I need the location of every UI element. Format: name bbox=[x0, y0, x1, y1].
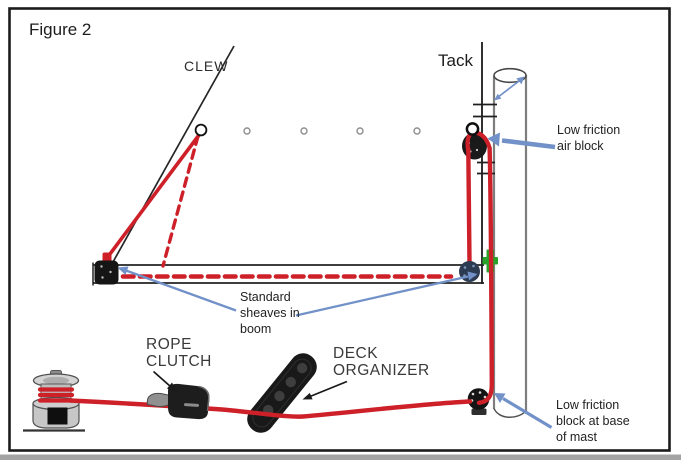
deck-organizer-device bbox=[247, 353, 317, 433]
annotation-arrows-black bbox=[152, 370, 348, 400]
rope-clutch-device bbox=[146, 383, 210, 420]
mast-base-curve bbox=[493, 408, 527, 418]
mast-rope-front-strand bbox=[466, 146, 472, 266]
mast-base-block bbox=[467, 388, 490, 415]
mast-base-block-arrow bbox=[494, 393, 553, 429]
deck-organizer-arrow bbox=[302, 380, 348, 400]
sail-fittings bbox=[194, 122, 480, 137]
winch-base-slot bbox=[47, 407, 68, 425]
reefing-line bbox=[37, 130, 495, 419]
rope-clutch-arrow bbox=[152, 370, 177, 392]
figure-frame bbox=[0, 7, 681, 460]
boom-sheaves-label: Standard sheaves in boom bbox=[240, 290, 300, 336]
air-block-label: Low friction air block bbox=[557, 123, 621, 153]
page-bottom-edge bbox=[0, 454, 681, 460]
annotation-arrows-blue bbox=[117, 76, 556, 429]
clew-cringle-ring bbox=[194, 123, 208, 137]
tack-label: Tack bbox=[438, 51, 473, 70]
mast-base-block-label: Low friction block at base of mast bbox=[556, 398, 630, 444]
boom bbox=[92, 262, 484, 286]
mast-rope-down-strand bbox=[476, 145, 495, 405]
boom-sheaves-arrow-right bbox=[295, 271, 478, 317]
masthead-arrow bbox=[494, 76, 525, 101]
clew-label: CLEW bbox=[184, 58, 229, 74]
winch bbox=[23, 370, 85, 432]
winch-rope-wraps bbox=[37, 387, 75, 403]
air-block-arrow bbox=[487, 132, 556, 150]
rope-clutch-label: ROPE CLUTCH bbox=[146, 336, 212, 371]
boom-sheaves-arrow-left bbox=[117, 266, 237, 312]
figure-title: Figure 2 bbox=[29, 20, 92, 39]
clew-rope-dashed bbox=[161, 134, 200, 268]
tack-ring bbox=[465, 122, 480, 136]
deck-organizer-label: DECK ORGANIZER bbox=[333, 345, 430, 380]
reef-points bbox=[243, 127, 421, 135]
clew-rope-solid bbox=[105, 131, 203, 260]
figure-border bbox=[8, 7, 671, 452]
mast bbox=[492, 67, 528, 418]
deck-rope-run bbox=[67, 398, 473, 419]
